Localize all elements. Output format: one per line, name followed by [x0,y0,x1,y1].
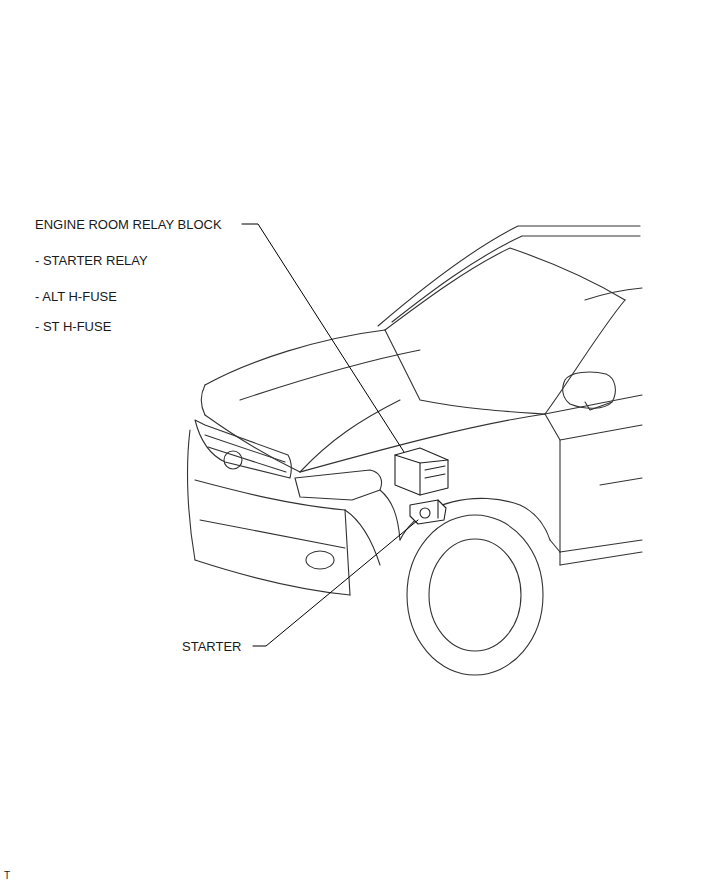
leader-lines [242,224,418,646]
starter-symbol [410,500,446,524]
sub-part-name: - STARTER RELAY [35,253,148,268]
sub-part-name: - ST H-FUSE [35,319,111,334]
part-name: STARTER [182,639,241,654]
part-name: ENGINE ROOM RELAY BLOCK [35,217,222,232]
relay-block-symbol [395,448,448,495]
sub-part-name: - ALT H-FUSE [35,289,117,304]
page-mark: T [4,870,10,882]
truck-body [188,226,642,675]
